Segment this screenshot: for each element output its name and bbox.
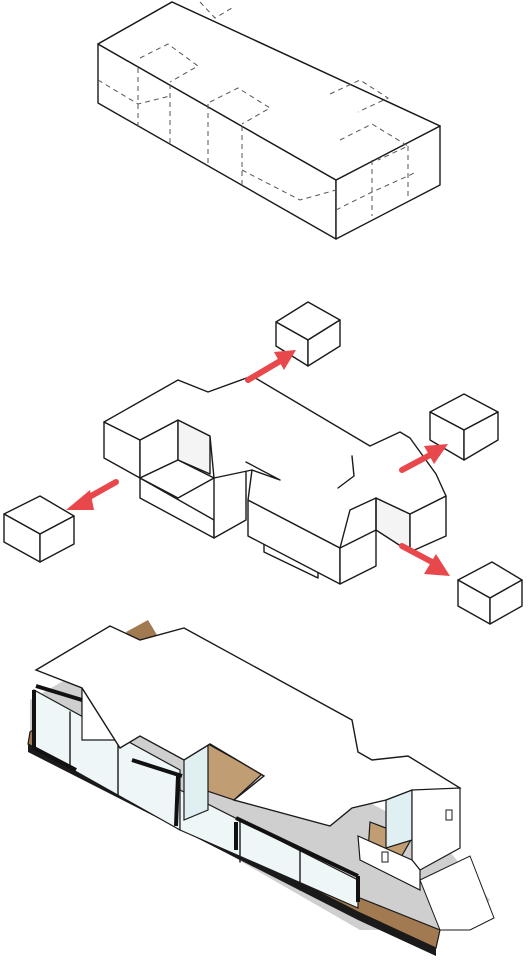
frame-right-top — [235, 816, 359, 878]
carved-roof — [103, 375, 447, 549]
tower-side — [411, 787, 461, 871]
arrow-right-down-icon — [399, 543, 450, 576]
arrow-left-icon — [66, 479, 119, 510]
extraction-arrows — [66, 350, 450, 576]
terrace-panel — [419, 855, 495, 931]
cube-right-upper — [429, 393, 499, 461]
cube-left — [3, 495, 75, 563]
arrow-up-icon — [245, 350, 296, 383]
subtracted-cubes-icon — [3, 301, 523, 625]
tower-window — [445, 809, 453, 821]
frame-left-top — [35, 684, 83, 702]
frame-mid-post — [174, 775, 180, 827]
carved-mass — [103, 375, 447, 585]
cube-top — [275, 301, 341, 367]
frame-left — [32, 690, 77, 772]
tower-window-2 — [381, 851, 389, 863]
house-roof — [34, 625, 462, 827]
rendered-house-icon — [27, 620, 495, 956]
roof-notch-line — [337, 455, 355, 489]
arrow-right-up-icon — [399, 444, 448, 473]
cut-lines — [97, 1, 417, 216]
solid-block-icon — [97, 1, 441, 240]
right-end — [339, 529, 377, 585]
frame-mid-top — [131, 758, 183, 778]
tower-front — [357, 835, 421, 891]
cube-right-lower — [457, 561, 523, 625]
mullions — [69, 711, 301, 891]
